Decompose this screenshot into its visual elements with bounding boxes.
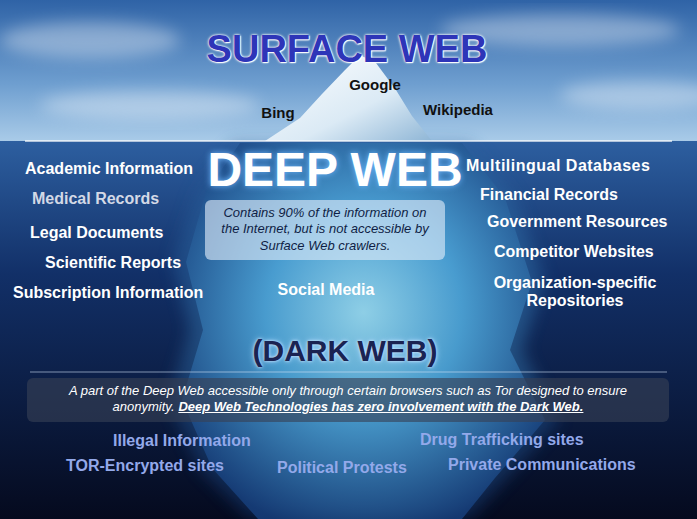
label: Subscription Information bbox=[13, 284, 203, 302]
sky bbox=[0, 0, 697, 141]
label: Financial Records bbox=[480, 186, 618, 204]
label: Multilingual Databases bbox=[466, 157, 650, 175]
label: Government Resources bbox=[487, 213, 668, 231]
label: Social Media bbox=[278, 281, 375, 299]
label: Wikipedia bbox=[423, 101, 493, 118]
label: Google bbox=[349, 76, 401, 93]
label: Scientific Reports bbox=[45, 254, 181, 272]
box-text: Contains 90% of the information on the I… bbox=[221, 205, 428, 253]
label: Legal Documents bbox=[30, 224, 163, 242]
label: Competitor Websites bbox=[494, 243, 654, 261]
divider-line bbox=[30, 372, 667, 373]
title: SURFACE WEB bbox=[207, 28, 488, 72]
label: Medical Records bbox=[32, 190, 159, 208]
box-note: Deep Web Technologies has zero involveme… bbox=[178, 399, 583, 414]
label: Political Protests bbox=[277, 459, 407, 477]
info-box: Contains 90% of the information on the I… bbox=[205, 200, 445, 260]
label: (DARK WEB) bbox=[253, 334, 438, 369]
label: Academic Information bbox=[25, 160, 193, 178]
label: Bing bbox=[261, 104, 294, 121]
label: TOR-Encrypted sites bbox=[66, 457, 224, 475]
label: Organization-specific Repositories bbox=[480, 274, 670, 311]
label: Drug Trafficking sites bbox=[420, 431, 584, 449]
label: DEEP WEB bbox=[207, 142, 462, 197]
waterline bbox=[25, 140, 672, 142]
info-box: A part of the Deep Web accessible only t… bbox=[27, 378, 669, 422]
water bbox=[0, 141, 697, 519]
label: Illegal Information bbox=[113, 432, 251, 450]
label: Private Communications bbox=[448, 456, 636, 474]
